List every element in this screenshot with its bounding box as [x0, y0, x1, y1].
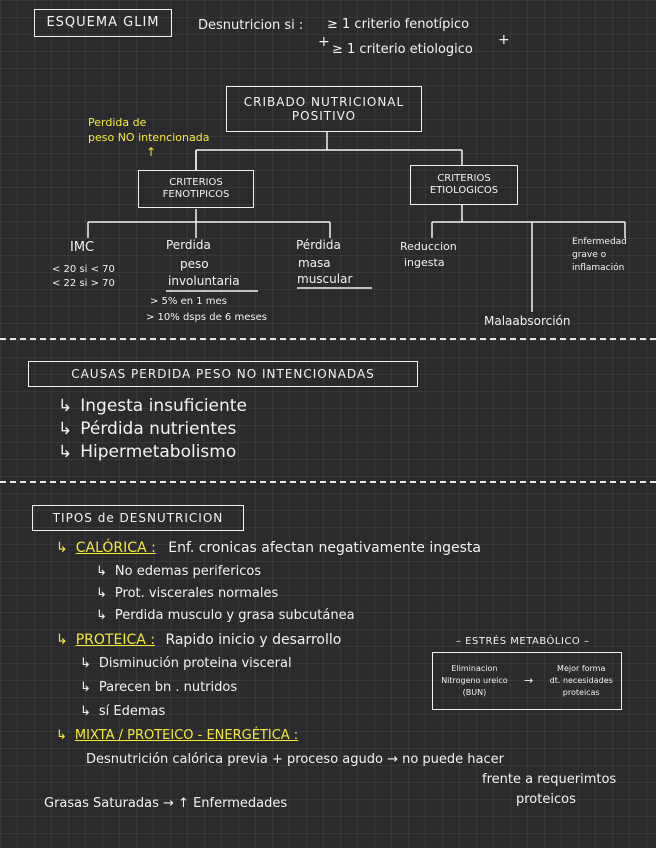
note-arrow-icon: ↑	[146, 145, 157, 159]
estres-right-line1: Mejor forma	[557, 664, 606, 673]
etiologicos-box: CRITERIOS ETIOLOGICOS	[410, 165, 518, 205]
proteica-item-text: sí Edemas	[98, 704, 166, 719]
proteica-item-text: Disminución proteina visceral	[98, 656, 292, 671]
calorica-label: CALÓRICA :	[75, 540, 156, 556]
proteica-item: ↳ Disminución proteina visceral	[80, 656, 292, 671]
hook-arrow-icon: ↳	[96, 586, 107, 601]
proteica-item: ↳ Parecen bn . nutridos	[80, 680, 237, 695]
grasas-note: Grasas Saturadas → ↑ Enfermedades	[44, 796, 288, 811]
hook-arrow-icon: ↳	[56, 540, 68, 556]
tipos-title: TIPOS de DESNUTRICION	[52, 510, 224, 525]
mixta-row: ↳ MIXTA / PROTEICO - ENERGÉTICA :	[56, 728, 298, 743]
estres-left-line2: Nitrogeno ureico	[441, 676, 508, 685]
hook-arrow-icon: ↳	[58, 419, 73, 439]
masa-line2: masa	[298, 256, 331, 270]
causas-item-text: Ingesta insuficiente	[80, 396, 247, 416]
header-title-text: ESQUEMA GLIM	[46, 15, 160, 31]
reduccion-line1: Reduccion	[400, 240, 457, 253]
masa-line1: Pérdida	[296, 238, 341, 252]
estres-left-line3: (BUN)	[462, 688, 487, 697]
masa-line3: muscular	[297, 272, 353, 286]
note-line1: Perdida de	[88, 116, 147, 129]
imc-line1: < 20 si < 70	[52, 264, 115, 275]
perdida-peso-line3: involuntaria	[168, 274, 240, 288]
proteica-item: ↳ sí Edemas	[80, 704, 165, 719]
fenotipicos-line2: FENOTIPICOS	[162, 189, 230, 200]
hook-arrow-icon: ↳	[56, 728, 67, 743]
cribado-line1: CRIBADO NUTRICIONAL	[243, 94, 405, 109]
calorica-item-text: Prot. viscerales normales	[114, 586, 279, 601]
imc-line2: < 22 si > 70	[52, 278, 115, 289]
header-title: ESQUEMA GLIM	[34, 9, 172, 37]
etiologicos-line2: ETIOLOGICOS	[429, 185, 499, 196]
mixta-desc3: proteicos	[516, 792, 576, 807]
reduccion-line2: ingesta	[404, 256, 445, 269]
section-divider	[0, 338, 656, 340]
estres-left-line1: Eliminacion	[451, 664, 498, 673]
note-line2: peso NO intencionada	[88, 131, 210, 144]
calorica-item: ↳ No edemas perifericos	[96, 564, 261, 579]
estres-title: – ESTRÉS METABÓLICO –	[456, 636, 590, 647]
hook-arrow-icon: ↳	[80, 656, 91, 671]
malabsorcion: Malaabsorción	[484, 314, 571, 328]
mixta-desc: Desnutrición calórica previa + proceso a…	[86, 752, 504, 767]
estres-box: Eliminacion Nitrogeno ureico (BUN) → Mej…	[432, 652, 622, 710]
hook-arrow-icon: ↳	[58, 396, 73, 416]
perdida-peso-detail1: > 5% en 1 mes	[150, 296, 227, 307]
causas-item: ↳ Pérdida nutrientes	[58, 419, 236, 439]
mixta-label: MIXTA / PROTEICO - ENERGÉTICA :	[74, 728, 299, 743]
proteica-row: ↳ PROTEICA : Rapido inicio y desarrollo	[56, 632, 341, 648]
causas-item-text: Pérdida nutrientes	[80, 419, 237, 439]
section-divider	[0, 481, 656, 483]
right-arrow-icon: →	[524, 674, 534, 688]
plus-sign-2: +	[498, 32, 510, 48]
fenotipicos-line1: CRITERIOS	[169, 177, 223, 188]
causas-item: ↳ Hipermetabolismo	[58, 442, 236, 462]
hook-arrow-icon: ↳	[96, 608, 107, 623]
hook-arrow-icon: ↳	[56, 632, 68, 648]
criterion-etiologico: ≥ 1 criterio etiologico	[332, 42, 473, 57]
fenotipicos-box: CRITERIOS FENOTIPICOS	[138, 170, 254, 208]
perdida-peso-line2: peso	[180, 257, 209, 271]
hook-arrow-icon: ↳	[58, 442, 73, 462]
enfermedad-line2: grave o	[572, 250, 607, 260]
etiologicos-line1: CRITERIOS	[437, 173, 491, 184]
hook-arrow-icon: ↳	[80, 680, 91, 695]
calorica-desc: Enf. cronicas afectan negativamente inge…	[168, 540, 481, 556]
cribado-line2: POSITIVO	[291, 109, 357, 123]
criterion-fenotipico: ≥ 1 criterio fenotípico	[327, 17, 470, 32]
calorica-item: ↳ Prot. viscerales normales	[96, 586, 278, 601]
estres-right-line2: dt. necesidades	[549, 676, 613, 685]
calorica-item-text: No edemas perifericos	[114, 564, 262, 579]
causas-title-box: CAUSAS PERDIDA PESO NO INTENCIONADAS	[28, 361, 418, 387]
causas-item: ↳ Ingesta insuficiente	[58, 396, 247, 416]
estres-right-line3: proteicas	[562, 688, 600, 697]
plus-sign: +	[318, 34, 330, 50]
hook-arrow-icon: ↳	[80, 704, 91, 719]
imc-title: IMC	[70, 240, 95, 255]
proteica-item-text: Parecen bn . nutridos	[98, 680, 238, 695]
enfermedad-line1: Enfermedad	[572, 237, 627, 247]
causas-item-text: Hipermetabolismo	[80, 442, 237, 462]
perdida-peso-line1: Perdida	[166, 238, 211, 252]
proteica-desc: Rapido inicio y desarrollo	[165, 632, 342, 648]
proteica-label: PROTEICA :	[75, 632, 155, 648]
calorica-item-text: Perdida musculo y grasa subcutánea	[114, 608, 355, 623]
perdida-peso-detail2: > 10% dsps de 6 meses	[146, 312, 267, 323]
hook-arrow-icon: ↳	[96, 564, 107, 579]
calorica-row: ↳ CALÓRICA : Enf. cronicas afectan negati…	[56, 540, 481, 556]
enfermedad-line3: inflamación	[572, 263, 625, 273]
causas-title: CAUSAS PERDIDA PESO NO INTENCIONADAS	[71, 366, 375, 381]
mixta-desc2: frente a requerimtos	[482, 772, 617, 787]
tipos-title-box: TIPOS de DESNUTRICION	[32, 505, 244, 531]
calorica-item: ↳ Perdida musculo y grasa subcutánea	[96, 608, 355, 623]
cribado-box: CRIBADO NUTRICIONAL POSITIVO	[226, 86, 422, 132]
desnutricion-label: Desnutricion si :	[198, 18, 304, 33]
